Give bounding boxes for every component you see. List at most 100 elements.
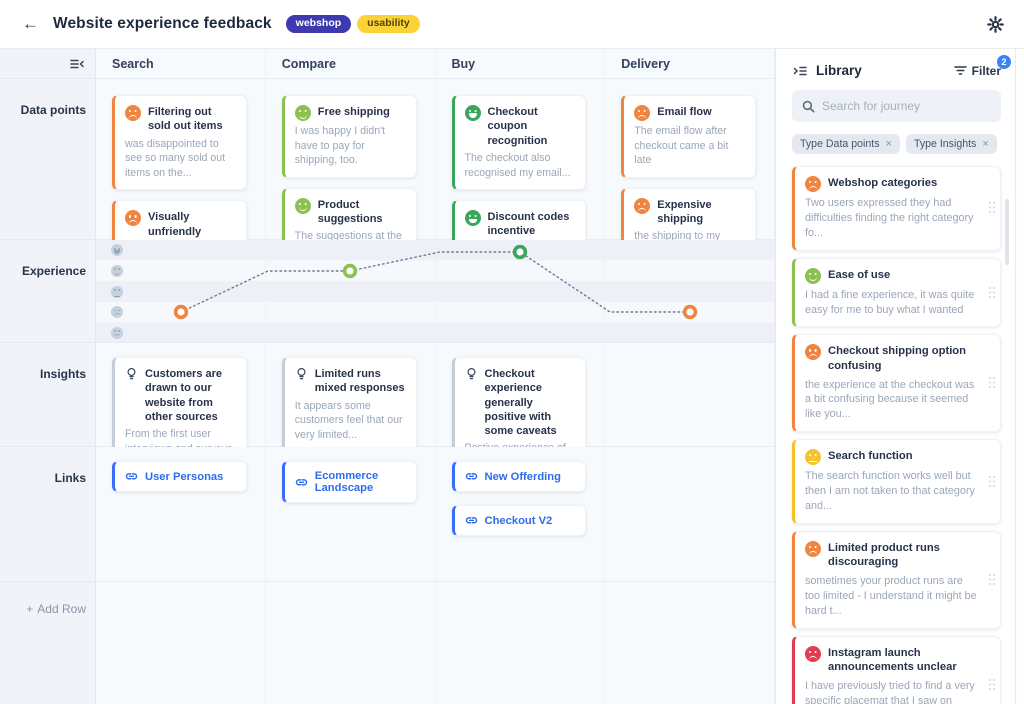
board-cell: Email flow The email flow after checkout… [605,79,775,284]
filter-count-badge: 2 [997,54,1011,69]
library-title: Library [816,63,862,78]
board-cell: Filtering out sold out items was disappo… [96,79,266,311]
chip-type-data-points[interactable]: Type Data points × [792,134,900,154]
drag-handle-icon[interactable] [989,377,991,380]
link-card[interactable]: New Offerding [451,461,587,492]
close-icon[interactable]: × [982,138,989,150]
board-cell [266,240,436,343]
board-header-row: Search Compare Buy Delivery [0,49,775,79]
journey-board: Search Compare Buy Delivery Data points … [0,49,775,704]
data-point-card[interactable]: Email flow The email flow after checkout… [621,95,756,178]
board-cell [96,240,266,343]
lightbulb-icon [295,367,308,381]
row-label-experience: Experience [21,264,86,278]
board-cell [605,447,775,582]
library-item[interactable]: Ease of use I had a fine experience, it … [792,257,1001,328]
library-item[interactable]: Checkout shipping option confusing the e… [792,334,1001,433]
search-icon [802,100,815,113]
board-cell: Checkout coupon recognition The checkout… [435,79,606,281]
very-happy-face-icon [464,105,481,121]
filter-chips: Type Data points × Type Insights × [792,134,1001,154]
collapse-panel-icon[interactable] [69,57,85,71]
board-cell [605,240,775,343]
board-cell [96,582,266,704]
close-icon[interactable]: × [885,138,892,150]
library-item[interactable]: Search function The search function work… [792,439,1001,524]
library-item[interactable]: Limited product runs discouraging someti… [792,530,1001,629]
sad-face-icon [125,210,141,227]
drag-handle-icon[interactable] [989,475,991,478]
drag-handle-icon[interactable] [989,678,991,681]
row-links: Links User Personas [0,447,775,582]
page-title: Website experience feedback [53,15,272,32]
lightbulb-icon [125,367,138,381]
board-cell: New Offerding Checkout V2 [435,447,606,582]
drag-handle-icon[interactable] [989,286,991,289]
tag-usability[interactable]: usability [357,15,420,33]
sad-face-icon [805,540,821,557]
board-cell: Checkout experience generally positive w… [435,343,606,496]
filter-button[interactable]: Filter 2 [953,54,1011,78]
board-cell [436,240,606,343]
happy-face-icon [805,267,821,284]
row-insights: Insights Customers are drawn to our webs… [0,343,775,496]
insight-card[interactable]: Limited runs mixed responses It appears … [281,357,417,453]
row-label-insights: Insights [39,367,86,381]
library-list: Webshop categories Two users expressed t… [792,166,1001,704]
sad-face-icon [805,176,821,192]
collapse-labels-cell [0,49,96,79]
data-point-card[interactable]: Checkout coupon recognition The checkout… [451,95,587,191]
board-cell [605,343,775,447]
topbar: ← Website experience feedback webshop us… [0,0,1024,49]
board-cell: Customers are drawn to our website from … [96,343,266,482]
drag-handle-icon[interactable] [989,573,991,576]
back-arrow-icon[interactable]: ← [22,14,39,33]
column-header-compare[interactable]: Compare [265,49,436,79]
library-search[interactable] [792,90,1001,122]
page-scrollbar[interactable] [1015,49,1024,704]
gear-icon[interactable] [987,15,1004,33]
library-panel: Library Filter 2 Type Data poi [775,49,1015,704]
board-cell: User Personas [96,447,266,582]
library-item[interactable]: Webshop categories Two users expressed t… [792,166,1001,251]
link-icon [465,470,478,483]
sad-face-icon [634,105,651,121]
row-experience: Experience [0,240,775,343]
filter-icon [953,65,967,76]
column-header-buy[interactable]: Buy [435,49,606,79]
board-cell [435,582,606,704]
link-card[interactable]: User Personas [112,461,247,492]
row-label-data-points: Data points [20,103,86,117]
library-scrollbar[interactable] [1005,199,1009,265]
very-happy-face-icon [464,210,481,227]
board-cell [605,582,775,704]
board-cell [265,582,436,704]
link-card[interactable]: Ecommerce Landscape [281,461,417,503]
library-item[interactable]: Instagram launch announcements unclear I… [792,635,1001,704]
row-data-points: Data points Filtering out sold out items… [0,79,775,311]
tag-webshop[interactable]: webshop [285,15,352,33]
column-header-delivery[interactable]: Delivery [605,49,775,79]
add-row-button[interactable]: +Add Row [26,602,86,616]
link-icon [125,470,138,483]
neutral-face-icon [805,449,821,466]
chip-type-insights[interactable]: Type Insights × [905,134,997,154]
data-point-card[interactable]: Filtering out sold out items was disappo… [112,95,247,191]
lightbulb-icon [465,367,478,381]
sad-face-icon [125,105,141,121]
drag-handle-icon[interactable] [989,202,991,205]
link-card[interactable]: Checkout V2 [451,505,587,536]
column-header-search[interactable]: Search [96,49,266,79]
sad-face-icon [805,344,821,361]
search-input[interactable] [822,99,991,113]
experience-graph-area [96,240,775,343]
happy-face-icon [294,197,311,214]
row-label-links: Links [54,471,86,485]
panel-toggle-icon[interactable] [792,64,808,78]
board-cell: Ecommerce Landscape [265,447,436,582]
journey-tags: webshop usability [285,15,420,33]
row-add: +Add Row [0,582,775,704]
link-icon [295,476,308,489]
data-point-card[interactable]: Free shipping I was happy I didn't have … [281,95,417,178]
board-cell: Free shipping I was happy I didn't have … [265,79,436,269]
